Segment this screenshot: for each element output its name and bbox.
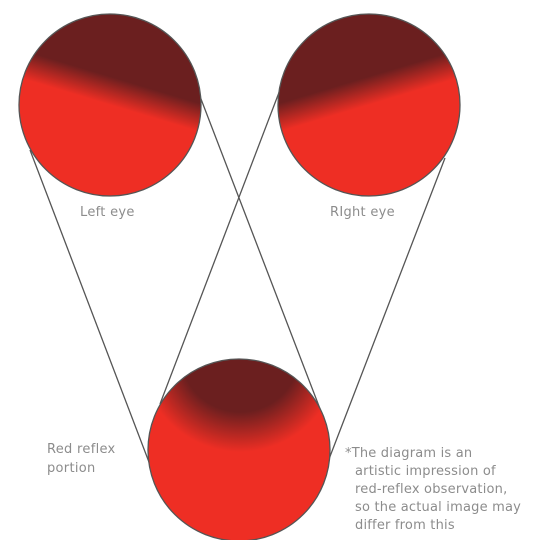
right-eye-label: RIght eye [330,205,395,220]
red-reflex-portion-label: Red reflex portion [47,440,116,478]
disclaimer-note: *The diagram is an artistic impression o… [345,445,534,535]
connector-left-outer [30,150,152,470]
left-eye-label: Left eye [80,205,135,220]
red-reflex-label-line-2: portion [47,459,116,478]
disclaimer-line-1: *The diagram is an [345,445,534,463]
left-eye-circle [19,14,201,196]
disclaimer-line-4: so the actual image may [345,499,534,517]
right-eye-circle [278,14,460,196]
disclaimer-line-2: artistic impression of [345,463,534,481]
red-reflex-label-line-1: Red reflex [47,440,116,459]
disclaimer-line-3: red-reflex observation, [345,481,534,499]
disclaimer-line-5: differ from this [345,517,534,535]
red-reflex-circle [148,359,330,540]
